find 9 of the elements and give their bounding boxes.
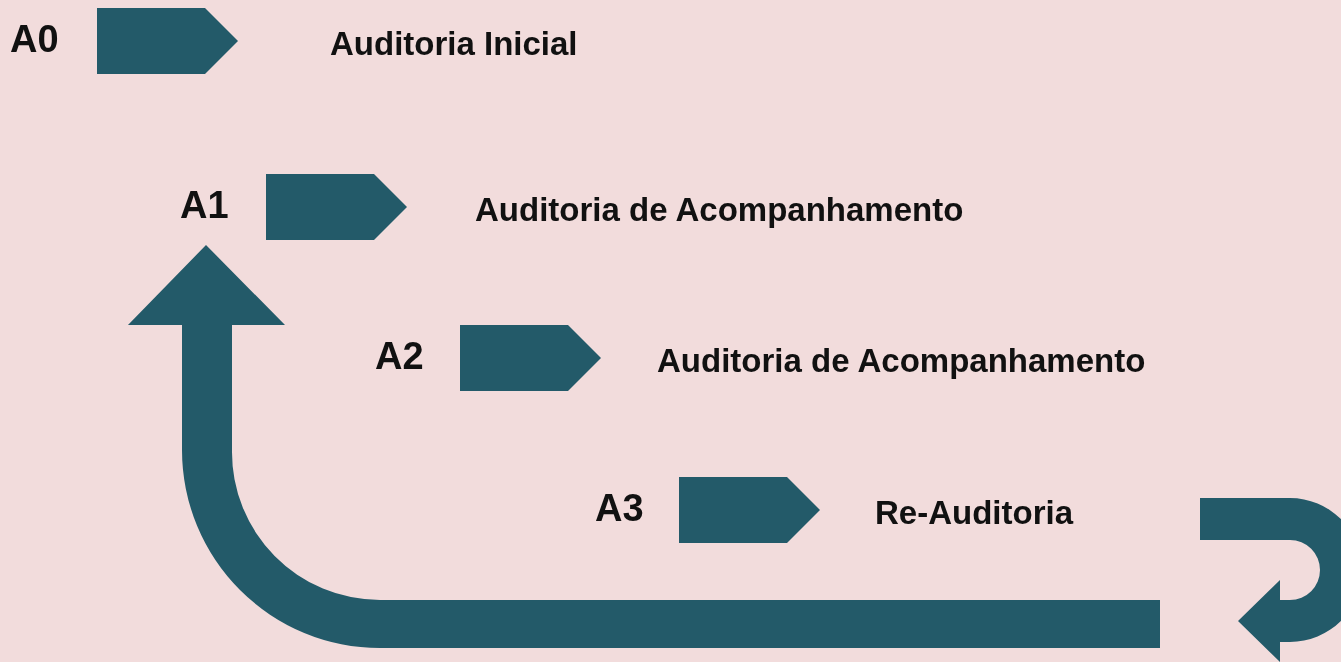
step-code: A3 <box>595 487 644 530</box>
step-title: Auditoria de Acompanhamento <box>657 342 1146 380</box>
loop-arrow <box>128 245 1341 662</box>
step-title: Re-Auditoria <box>875 494 1073 532</box>
step-code: A0 <box>10 18 59 61</box>
step-title: Auditoria Inicial <box>330 25 578 63</box>
step-title: Auditoria de Acompanhamento <box>475 191 964 229</box>
step-code: A1 <box>180 184 229 227</box>
step-code: A2 <box>375 335 424 378</box>
